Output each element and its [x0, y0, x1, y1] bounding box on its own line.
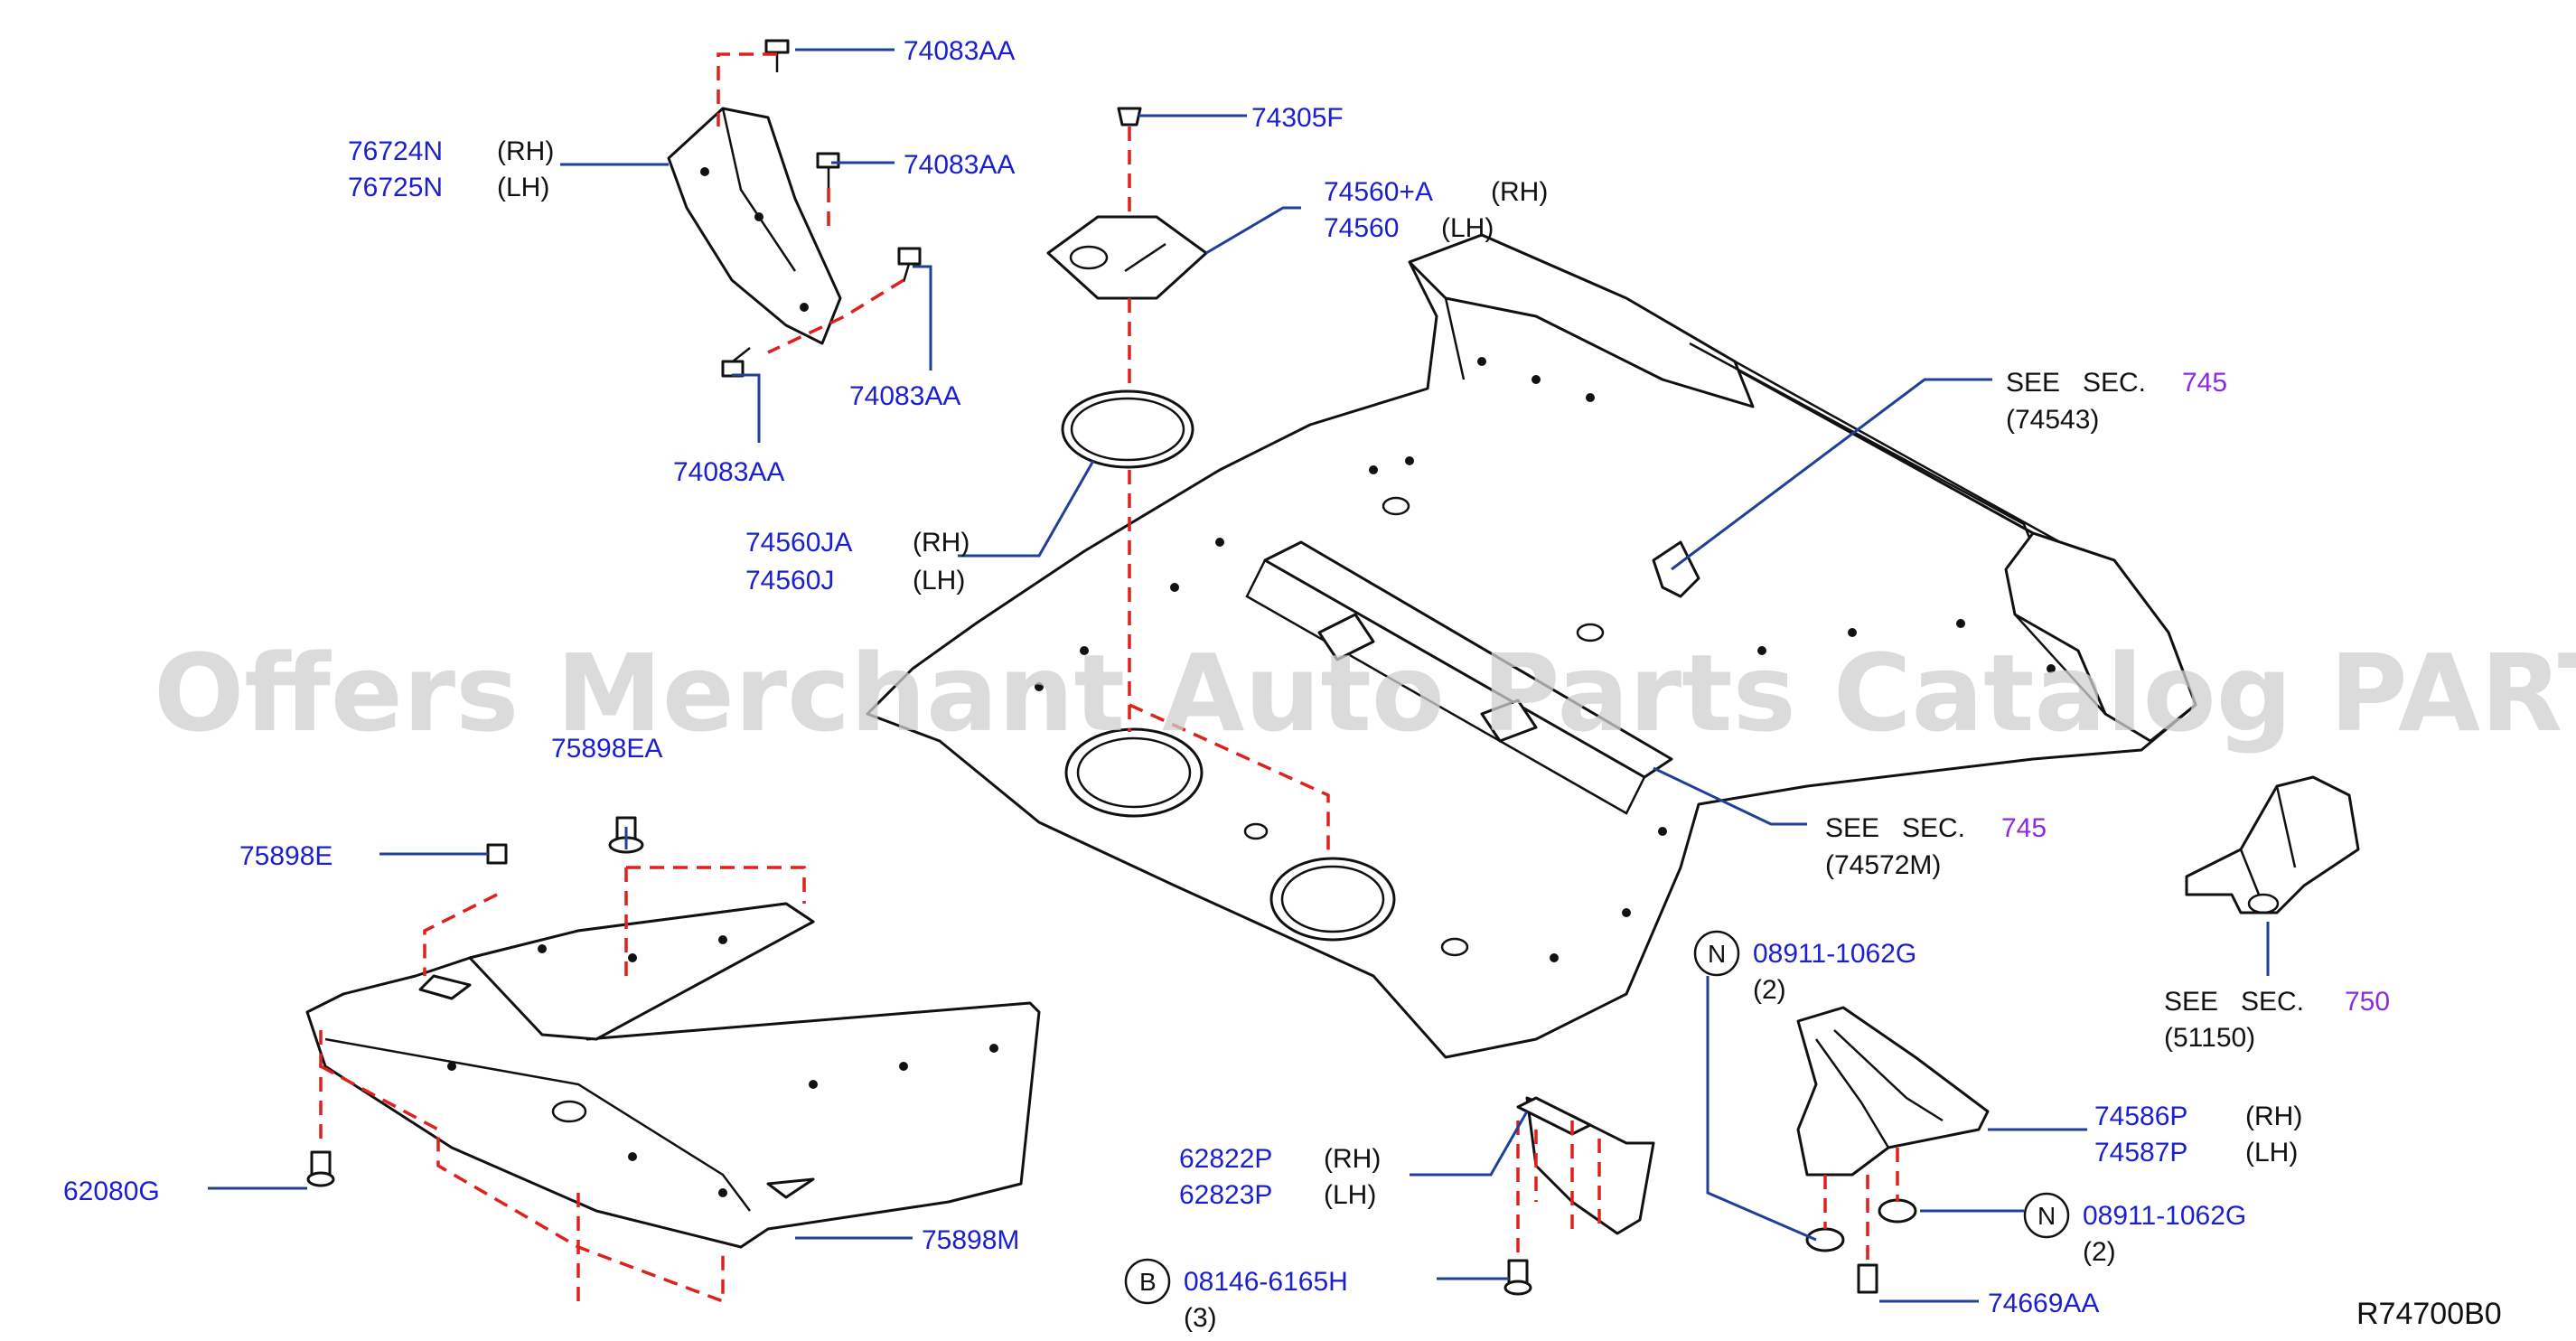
label-74669aa[interactable]: 74669AA	[1988, 1289, 2099, 1318]
see-sec-2-sec: SEC.	[1902, 813, 1965, 843]
label-76725n[interactable]: 76725N	[348, 173, 443, 202]
mud-guard-guides	[1516, 1121, 1601, 1261]
label-76724n[interactable]: 76724N	[348, 136, 443, 166]
label-75898e[interactable]: 75898E	[239, 841, 333, 871]
label-74083aa-right[interactable]: 74083AA	[849, 381, 960, 411]
label-76725n-side: (LH)	[497, 173, 549, 202]
jack-bracket	[2185, 775, 2360, 914]
label-74560ja-side: (RH)	[913, 528, 970, 558]
label-74586p-side: (RH)	[2245, 1102, 2302, 1131]
label-74560ja[interactable]: 74560JA	[745, 528, 852, 558]
label-74560j-side: (LH)	[913, 566, 965, 595]
leader-lines	[208, 48, 2270, 1303]
label-62823p[interactable]: 62823P	[1179, 1180, 1272, 1210]
see-sec-3-ref: (51150)	[2164, 1023, 2255, 1053]
watermark: Offers Merchant Auto Parts Catalog PARTS…	[154, 631, 2576, 755]
mounting-bracket-76724n	[667, 39, 922, 378]
see-sec-3-num[interactable]: 750	[2345, 987, 2390, 1017]
label-62822p[interactable]: 62822P	[1179, 1144, 1272, 1174]
label-74083aa-left[interactable]: 74083AA	[673, 457, 784, 487]
see-sec-1-sec: SEC.	[2083, 368, 2146, 398]
label-08911-2-qty: (2)	[2083, 1237, 2116, 1267]
label-76724n-side: (RH)	[497, 136, 554, 166]
label-74083aa-top[interactable]: 74083AA	[904, 36, 1015, 66]
label-62823p-side: (LH)	[1324, 1180, 1376, 1210]
splash-shield-guides	[1823, 1148, 1899, 1265]
label-08911-1-qty: (2)	[1753, 975, 1786, 1005]
see-sec-2-see: SEE	[1825, 813, 1879, 843]
diagram-reference: R74700B0	[2356, 1297, 2502, 1331]
label-74560-side: (LH)	[1441, 213, 1494, 243]
bracket-guides	[717, 52, 904, 354]
label-08146-qty: (3)	[1184, 1303, 1217, 1333]
splash-shield-74586p	[1796, 1006, 1990, 1294]
label-08911-1062g-1[interactable]: 08911-1062G	[1753, 939, 1916, 969]
label-74560j[interactable]: 74560J	[745, 566, 834, 595]
b-badge	[1124, 1258, 1171, 1305]
undercover-guides	[319, 866, 806, 1304]
label-74587p[interactable]: 74587P	[2094, 1138, 2187, 1168]
n-badge-1-text: N	[1708, 940, 1726, 968]
undercover-75898m	[305, 816, 1041, 1249]
see-sec-3-see: SEE	[2164, 987, 2218, 1017]
label-74083aa-mid[interactable]: 74083AA	[904, 150, 1015, 180]
b-badge-text: B	[1139, 1268, 1157, 1296]
label-74305f[interactable]: 74305F	[1251, 103, 1344, 133]
floor-panel	[866, 233, 2197, 1059]
label-74560a-side: (RH)	[1491, 177, 1548, 207]
label-62822p-side: (RH)	[1324, 1144, 1381, 1174]
callouts: 74083AA 76724N (RH) 76725N (LH) 74083AA …	[63, 36, 2502, 1333]
label-08911-1062g-2[interactable]: 08911-1062G	[2083, 1201, 2246, 1231]
see-sec-1-num[interactable]: 745	[2182, 368, 2227, 398]
label-74586p[interactable]: 74586P	[2094, 1102, 2187, 1131]
see-sec-1-ref: (74543)	[2006, 405, 2099, 435]
plug-assembly	[1046, 107, 1208, 469]
see-sec-2-num[interactable]: 745	[2001, 813, 2047, 843]
label-75898ea[interactable]: 75898EA	[551, 734, 662, 764]
label-74560a[interactable]: 74560+A	[1324, 177, 1433, 207]
n-badge-2-text: N	[2037, 1202, 2056, 1230]
label-74587p-side: (LH)	[2245, 1138, 2298, 1168]
see-sec-3-sec: SEC.	[2241, 987, 2304, 1017]
label-62080g[interactable]: 62080G	[63, 1177, 160, 1206]
n-badge-1	[1693, 930, 1740, 977]
label-08146-6165h[interactable]: 08146-6165H	[1184, 1267, 1348, 1297]
see-sec-2-ref: (74572M)	[1825, 850, 1941, 880]
n-badge-2	[2023, 1192, 2070, 1239]
mud-guard-62822p	[1503, 1096, 1655, 1296]
label-75898m[interactable]: 75898M	[922, 1225, 1019, 1255]
see-sec-1-see: SEE	[2006, 368, 2060, 398]
label-74560[interactable]: 74560	[1324, 213, 1399, 243]
